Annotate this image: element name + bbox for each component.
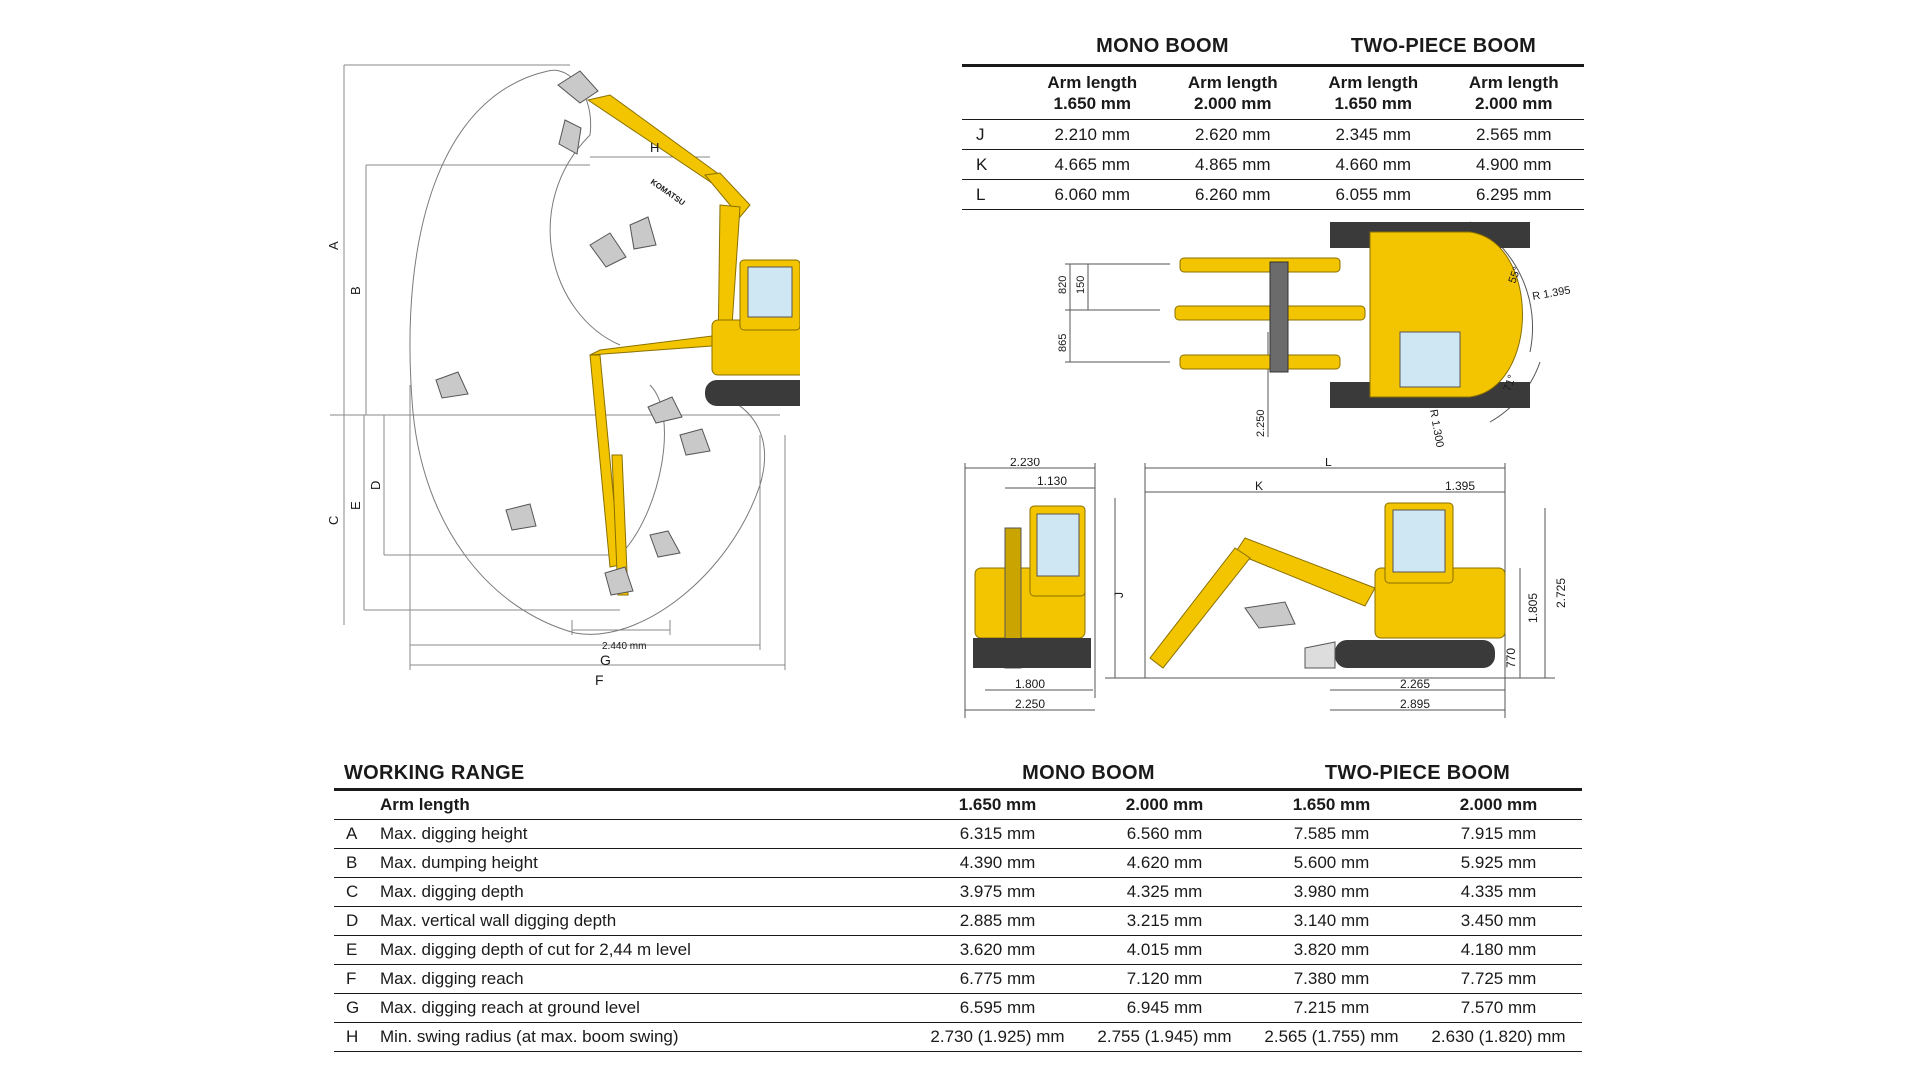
table-column-header: Arm length 1.650 mm 2.000 mm 1.650 mm 2.… bbox=[334, 791, 1582, 820]
dim-1805: 1.805 bbox=[1526, 593, 1540, 623]
dim-2250: 2.250 bbox=[1255, 409, 1267, 437]
dim-label-b: B bbox=[348, 286, 363, 295]
working-range-table: WORKING RANGE MONO BOOM TWO-PIECE BOOM A… bbox=[334, 758, 1582, 1052]
dim-label-a: A bbox=[326, 241, 341, 250]
dim-2230: 2.230 bbox=[1010, 458, 1040, 469]
excavator-dimension-views: 2.230 1.130 1.800 2.250 L K 1.395 J 1.80… bbox=[964, 458, 1568, 718]
dim-820: 820 bbox=[1057, 276, 1069, 294]
dim-1395: 1.395 bbox=[1445, 479, 1475, 493]
dim-label-d: D bbox=[368, 481, 383, 490]
working-range-diagram: A B C E D H G F 2.440 mm KOMATSU bbox=[326, 64, 800, 688]
working-range-title: WORKING RANGE bbox=[344, 762, 525, 784]
dim-865: 865 bbox=[1057, 334, 1069, 352]
group-two-piece-boom: TWO-PIECE BOOM bbox=[1350, 35, 1537, 57]
group-mono-boom: MONO BOOM bbox=[1096, 35, 1229, 57]
dim-label-g: G bbox=[600, 652, 611, 668]
dim-angle-55: 55° bbox=[1507, 265, 1524, 285]
dim-k: K bbox=[1255, 479, 1263, 493]
brand-logo-text: KOMATSU bbox=[649, 177, 687, 207]
dim-label-h: H bbox=[650, 140, 659, 155]
table-row: K 4.665 mm 4.865 mm 4.660 mm 4.900 mm bbox=[962, 150, 1584, 180]
dim-1800: 1.800 bbox=[1015, 677, 1045, 691]
table-row: J 2.210 mm 2.620 mm 2.345 mm 2.565 mm bbox=[962, 120, 1584, 150]
group-two-piece-boom: TWO-PIECE BOOM bbox=[1324, 762, 1511, 784]
dim-2250-side: 2.250 bbox=[1015, 697, 1045, 711]
working-range-title-row: WORKING RANGE MONO BOOM TWO-PIECE BOOM bbox=[334, 758, 1582, 791]
dim-2895: 2.895 bbox=[1400, 697, 1430, 711]
dim-l: L bbox=[1325, 458, 1332, 469]
excavator-front-icon bbox=[973, 505, 1091, 669]
dim-r1395: R 1.395 bbox=[1531, 284, 1571, 303]
dim-label-c: C bbox=[326, 516, 341, 525]
dim-j: J bbox=[1112, 592, 1126, 598]
table-group-header: MONO BOOM TWO-PIECE BOOM bbox=[962, 30, 1584, 67]
table-row: L 6.060 mm 6.260 mm 6.055 mm 6.295 mm bbox=[962, 180, 1584, 210]
dim-r1300: R 1.300 bbox=[1427, 408, 1446, 448]
dim-150: 150 bbox=[1075, 276, 1087, 294]
dim-angle-71: 71° bbox=[1502, 373, 1519, 393]
level-dimension: 2.440 mm bbox=[602, 641, 646, 652]
excavator-top-view: 820 150 865 2.250 55° R 1.395 71° R 1.30… bbox=[1057, 221, 1571, 448]
dim-770: 770 bbox=[1504, 648, 1518, 668]
group-mono-boom: MONO BOOM bbox=[1022, 762, 1155, 784]
dim-2725: 2.725 bbox=[1554, 578, 1568, 608]
dim-label-f: F bbox=[595, 672, 604, 688]
excavator-side-icon bbox=[705, 259, 800, 406]
dim-label-e: E bbox=[348, 501, 363, 510]
dim-1130: 1.130 bbox=[1037, 474, 1067, 488]
dim-2265: 2.265 bbox=[1400, 677, 1430, 691]
excavator-transport-icon bbox=[1149, 502, 1506, 669]
